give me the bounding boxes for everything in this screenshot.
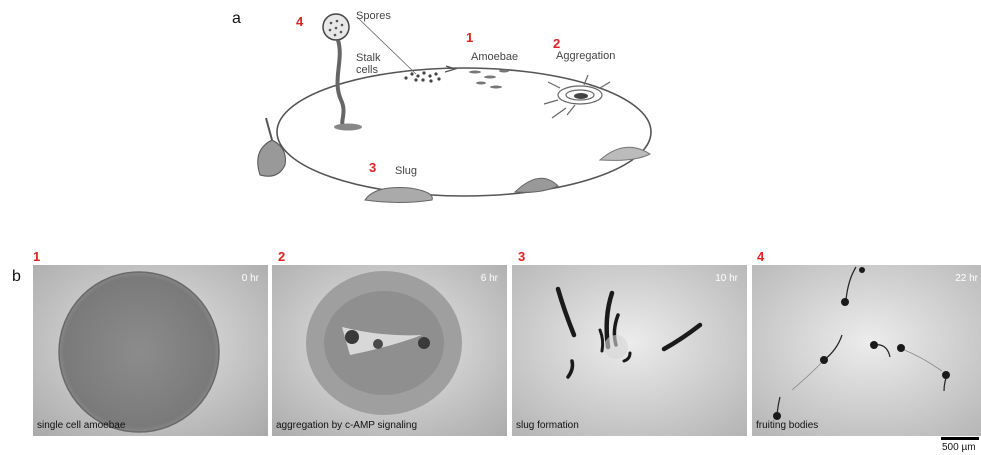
label-stalk: Stalk	[356, 52, 380, 64]
mound-bottom	[515, 178, 558, 192]
photo-number-2: 2	[278, 249, 285, 264]
photo-0hr: 0 hr single cell amoebae	[33, 265, 268, 436]
label-cells: cells	[356, 64, 378, 76]
aggregation-center	[574, 93, 588, 99]
cycle-ellipse	[277, 68, 651, 196]
scale-bar-label: 500 µm	[942, 442, 976, 453]
photo-caption: aggregation by c-AMP signaling	[276, 420, 417, 431]
stalk-base	[334, 124, 362, 131]
stage-number-4: 4	[296, 14, 303, 29]
photo-number-3: 3	[518, 249, 525, 264]
stage-number-3: 3	[369, 160, 376, 175]
photo-caption: fruiting bodies	[756, 420, 818, 431]
amoebae-cells	[469, 70, 509, 89]
life-cycle-diagram	[240, 0, 680, 215]
stage-number-1: 1	[466, 30, 473, 45]
label-amoebae: Amoebae	[471, 51, 518, 63]
photo-number-1: 1	[33, 249, 40, 264]
time-label: 22 hr	[955, 273, 978, 284]
time-label: 10 hr	[715, 273, 738, 284]
mound-right	[600, 147, 650, 160]
label-spores: Spores	[356, 10, 391, 22]
label-slug: Slug	[395, 165, 417, 177]
slug-shape	[365, 188, 432, 203]
amoebae-droplet	[59, 272, 219, 432]
label-aggregation: Aggregation	[556, 50, 615, 62]
photo-10hr: 10 hr slug formation	[512, 265, 747, 436]
time-label: 6 hr	[481, 273, 498, 284]
aggregation-center-left	[345, 330, 359, 344]
photo-caption: slug formation	[516, 420, 579, 431]
photo-22hr: 22 hr fruiting bodies	[752, 265, 981, 436]
photo-number-4: 4	[757, 249, 764, 264]
photo-caption: single cell amoebae	[37, 420, 125, 431]
aggregation-center-mid	[373, 339, 383, 349]
aggregation-center-right	[418, 337, 430, 349]
dispersed-spores	[404, 71, 440, 82]
scale-bar	[941, 437, 979, 440]
photo-6hr: 6 hr aggregation by c-AMP signaling	[272, 265, 507, 436]
panel-b-letter: b	[12, 268, 21, 286]
stage-number-2: 2	[553, 36, 560, 51]
time-label: 0 hr	[242, 273, 259, 284]
